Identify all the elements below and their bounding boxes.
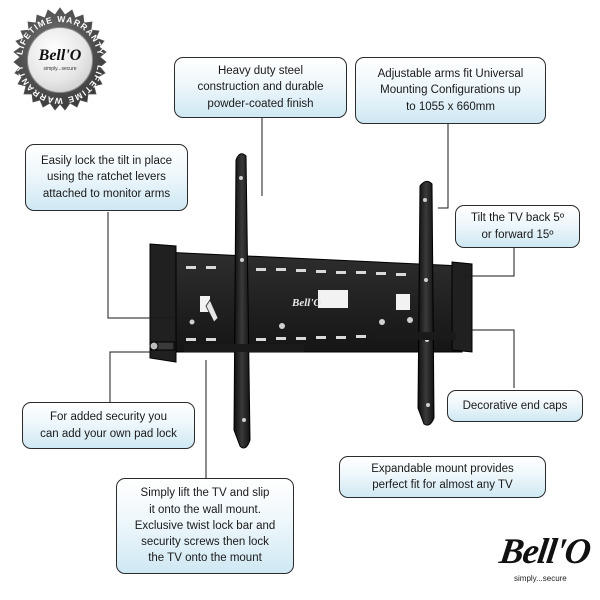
- callout-pad-lock: For added security you can add your own …: [22, 402, 195, 449]
- brand-tagline: simply...secure: [514, 574, 567, 583]
- callout-adjustable-arms: Adjustable arms fit Universal Mounting C…: [355, 57, 546, 124]
- seal-logo: Bell'O: [38, 47, 82, 64]
- seal-tagline: simply...secure: [43, 66, 77, 72]
- callout-lift-and-lock: Simply lift the TV and slip it onto the …: [116, 478, 294, 574]
- brand-logo: Bell'O simply...secure: [492, 528, 593, 592]
- seal-center: Bell'O simply...secure: [27, 27, 93, 93]
- lifetime-warranty-seal: LIFETIME WARRANTY LIFETIME WARRANTY Bell…: [6, 6, 114, 114]
- brand-logo-text: Bell'O: [497, 531, 593, 571]
- left-monitor-arm: [233, 153, 251, 449]
- callout-end-caps: Decorative end caps: [447, 390, 583, 422]
- mount-logo: Bell'O: [291, 297, 321, 309]
- right-monitor-arm: [417, 180, 435, 426]
- callout-ratchet-lock: Easily lock the tilt in place using the …: [25, 144, 188, 211]
- callout-steel-construction: Heavy duty steel construction and durabl…: [174, 57, 347, 118]
- callout-expandable: Expandable mount provides perfect fit fo…: [339, 456, 546, 498]
- callout-tilt: Tilt the TV back 5º or forward 15º: [455, 205, 580, 248]
